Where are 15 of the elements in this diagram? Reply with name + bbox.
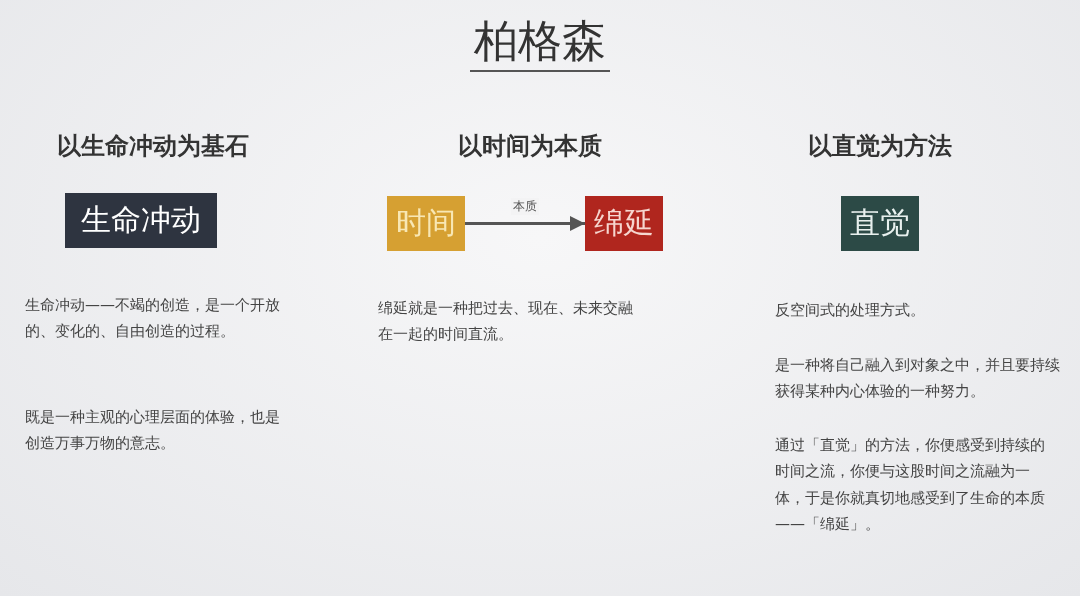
description-text: 是一种将自己融入到对象之中，并且要持续获得某种内心体验的一种努力。 [775, 355, 1061, 403]
description-text: 绵延就是一种把过去、现在、未来交融在一起的时间直流。 [378, 298, 634, 346]
title: 柏格森 [470, 15, 610, 72]
description-text: 反空间式的处理方式。 [775, 300, 926, 321]
column-heading: 以时间为本质 [457, 131, 603, 162]
concept-box: 直觉 [841, 196, 919, 251]
edge-label: 本质 [511, 197, 539, 215]
concept-box: 生命冲动 [65, 193, 217, 248]
column-heading: 以直觉为方法 [807, 131, 953, 162]
column-heading: 以生命冲动为基石 [56, 131, 250, 162]
description-text: 既是一种主观的心理层面的体验，也是创造万事万物的意志。 [25, 407, 281, 455]
description-text: 通过「直觉」的方法，你便感受到持续的时间之流，你便与这股时间之流融为一体，于是你就真切地感受到了生命的本质——「绵延」。 [775, 435, 1045, 535]
concept-box: 绵延 [585, 196, 663, 251]
description-text: 生命冲动——不竭的创造，是一个开放的、变化的、自由创造的过程。 [25, 295, 281, 343]
concept-box: 时间 [387, 196, 465, 251]
